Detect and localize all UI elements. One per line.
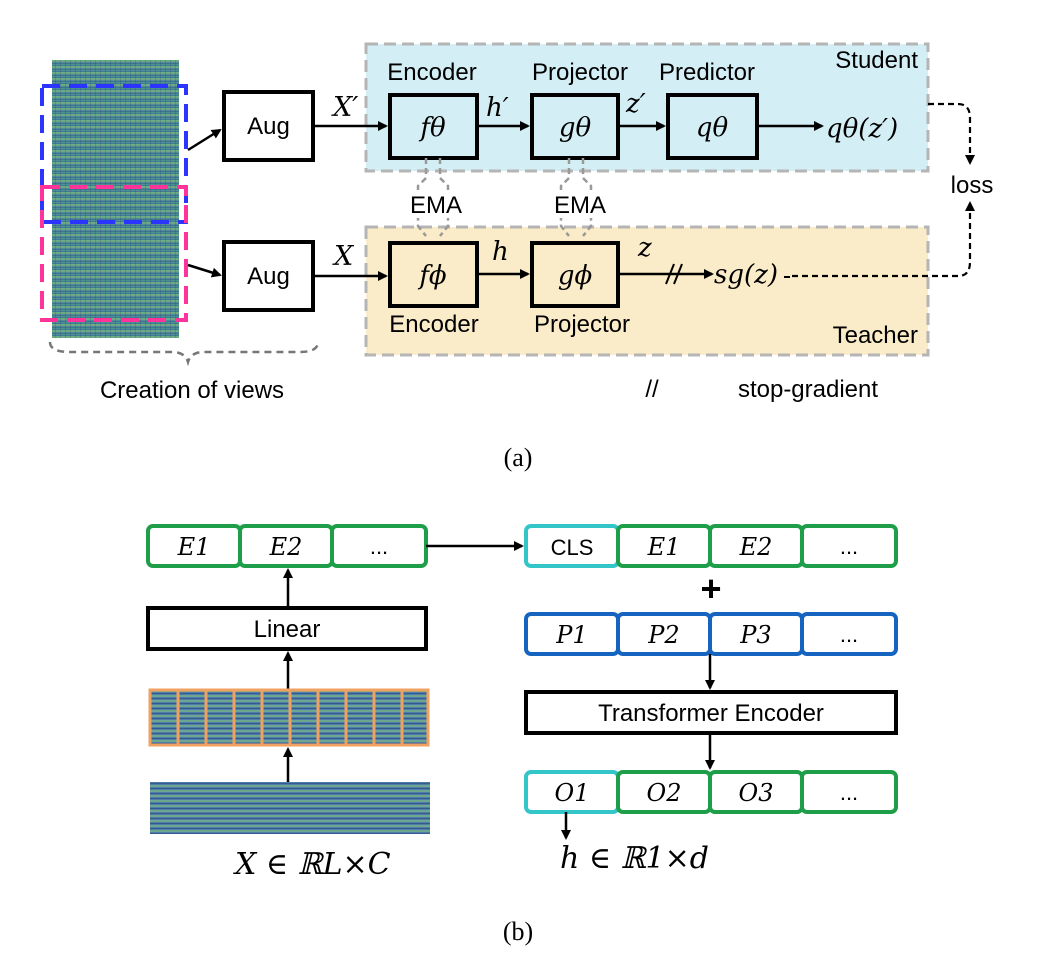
view-bottom-box xyxy=(40,185,188,322)
o-ellipsis-cell xyxy=(800,770,898,814)
g-theta-label: gθ xyxy=(559,113,592,143)
cls-label: CLS xyxy=(551,535,594,560)
student-label: Student xyxy=(835,47,918,74)
q-theta-label: qθ xyxy=(696,113,729,143)
aug-top-label: Aug xyxy=(247,113,290,140)
o1-label: O1 xyxy=(555,779,590,807)
x-prime-label: X′ xyxy=(331,92,358,123)
ema-connector-2 xyxy=(559,158,593,237)
o3-label: O3 xyxy=(739,779,774,807)
projector-bottom-label: Projector xyxy=(534,311,630,338)
z-label: z xyxy=(637,233,652,263)
o-ellipsis-label: ... xyxy=(840,780,858,805)
h-prime-label: h′ xyxy=(486,93,509,123)
projector-student-box xyxy=(530,93,620,160)
input-spectrogram xyxy=(150,782,430,834)
cls-ellipsis-label: ... xyxy=(840,534,858,559)
projector-top-label: Projector xyxy=(532,59,628,86)
stopgrad-symbol: // xyxy=(645,376,659,403)
cls-e2-label: E2 xyxy=(739,533,773,561)
ema-connector-1 xyxy=(416,158,450,237)
caption-b: (b) xyxy=(503,917,533,946)
views-brace xyxy=(48,341,320,367)
ema-label-1: EMA xyxy=(410,192,462,219)
plus-sign: + xyxy=(700,568,721,609)
q-output-label: qθ(z′) xyxy=(826,114,898,144)
encoder-top-label: Encoder xyxy=(387,59,476,86)
stopgrad-mark-2 xyxy=(673,263,683,285)
sg-output-label: sg(z) xyxy=(714,260,778,290)
linear-label: Linear xyxy=(254,616,321,643)
f-theta-label: fθ xyxy=(418,113,446,143)
h-label: h xyxy=(492,237,509,267)
predictor-box xyxy=(666,93,759,160)
loss-path-top xyxy=(928,102,975,165)
stopgrad-mark-1 xyxy=(665,263,675,285)
ema-label-2: EMA xyxy=(554,192,606,219)
g-phi-label: gϕ xyxy=(558,261,593,291)
patch-dividers xyxy=(176,690,404,745)
embedding-row xyxy=(146,524,428,568)
x-label: X xyxy=(332,241,355,272)
loss-path-bottom xyxy=(792,201,975,278)
z-prime-label: z′ xyxy=(625,89,646,119)
view-top-box xyxy=(40,84,188,224)
transformer-label: Transformer Encoder xyxy=(598,700,824,727)
x-input-label: X ∈ ℝL×C xyxy=(233,847,391,882)
aug-bottom-label: Aug xyxy=(247,263,290,290)
encoder-bottom-label: Encoder xyxy=(389,311,478,338)
teacher-label: Teacher xyxy=(833,322,918,349)
loss-label: loss xyxy=(951,172,994,199)
e1-label: E1 xyxy=(177,533,211,561)
p-ellipsis-label: ... xyxy=(840,622,858,647)
f-phi-label: fϕ xyxy=(417,261,447,291)
p3-label: P3 xyxy=(739,621,771,649)
p-ellipsis-cell xyxy=(800,612,898,656)
cls-ellipsis-cell xyxy=(800,524,898,568)
e2-label: E2 xyxy=(269,533,303,561)
aug-bottom-box xyxy=(222,240,315,312)
aug-top-box xyxy=(222,90,315,162)
p1-label: P1 xyxy=(555,621,587,649)
caption-a: (a) xyxy=(504,443,533,472)
predictor-label: Predictor xyxy=(659,59,755,86)
p2-label: P2 xyxy=(647,621,679,649)
cls-e1-label: E1 xyxy=(647,533,681,561)
h-output-label: h ∈ ℝ1×d xyxy=(560,841,709,876)
o2-label: O2 xyxy=(647,779,682,807)
e-ellipsis-label: ... xyxy=(370,534,388,559)
stopgrad-label: stop-gradient xyxy=(738,376,878,403)
views-label: Creation of views xyxy=(100,377,284,404)
linear-box xyxy=(146,606,428,651)
